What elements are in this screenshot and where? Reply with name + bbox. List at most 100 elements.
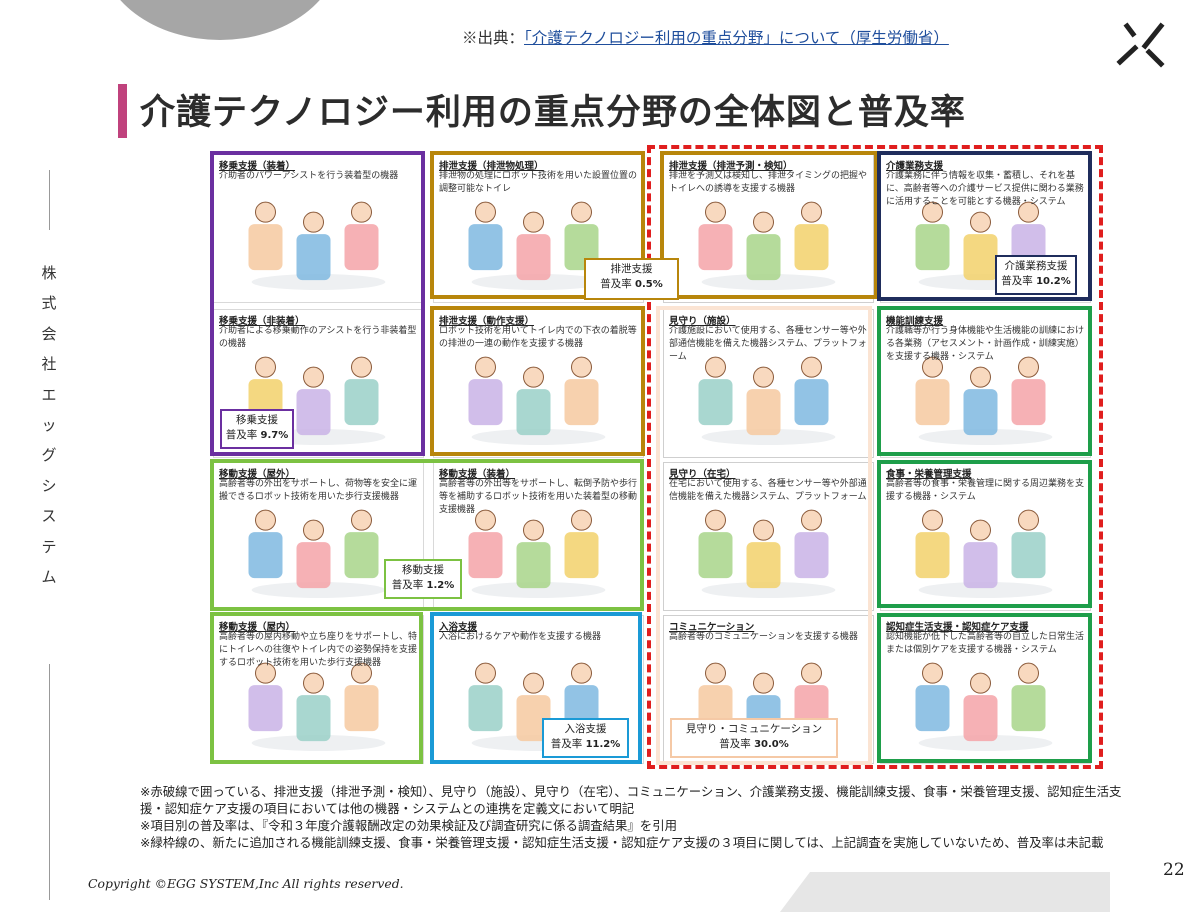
panel-description: 介助者のパワーアシストを行う装着型の機器 xyxy=(219,171,399,181)
rate-label: 排泄支援 xyxy=(610,263,653,275)
illustration-icon xyxy=(915,356,1053,445)
source-link[interactable]: 「介護テクノロジー利用の重点分野」について（厚生労働省） xyxy=(524,29,949,47)
panel: 排泄支援（動作支援）ロボット技術を用いてトイレ内での下衣の着脱等の排泄の一連の動… xyxy=(433,309,644,458)
illustration-icon xyxy=(468,356,606,445)
rate-value-line: 普及率 9.7% xyxy=(222,428,292,443)
adoption-rate-box: 排泄支援普及率 0.5% xyxy=(584,258,679,300)
panel-title: 移動支援（装着） xyxy=(439,469,516,480)
panel: 見守り（施設）介護施設において使用する、各種センサー等や外部通信機能を備えた機器… xyxy=(663,309,874,458)
rate-value: 30.0% xyxy=(754,739,789,750)
source-prefix: ※出典： xyxy=(462,29,525,47)
panel: 移乗支援（装着）介助者のパワーアシストを行う装着型の機器 xyxy=(213,154,424,303)
rate-value-line: 普及率 10.2% xyxy=(997,274,1075,289)
adoption-rate-box: 入浴支援普及率 11.2% xyxy=(542,718,629,758)
sidebar-company-char: テ xyxy=(41,537,57,556)
panel-title: 排泄支援（排泄物処理） xyxy=(439,161,544,172)
sidebar-company-name: 株式会社エッグシステム xyxy=(36,258,62,592)
rate-value: 0.5% xyxy=(635,279,663,290)
rate-value: 9.7% xyxy=(260,430,289,441)
panel-description: 高齢者等のコミュニケーションを支援する機器 xyxy=(669,632,858,642)
sidebar-company-char: ム xyxy=(41,567,57,586)
linked-systems-red-dashed-frame xyxy=(647,145,1103,769)
panel-title: 介護業務支援 xyxy=(886,161,944,172)
sidebar-company-char: 社 xyxy=(41,355,57,374)
sidebar-divider-bottom xyxy=(49,664,50,900)
page-number: 22 xyxy=(1163,860,1185,880)
rate-value: 11.2% xyxy=(585,739,621,750)
panel-description: 高齢者等の外出等をサポートし、転倒予防や歩行等を補助するロボット技術を用いた装着… xyxy=(439,479,638,515)
panel-title: コミュニケーション xyxy=(669,622,755,633)
title-accent-bar xyxy=(118,84,127,138)
illustration-icon xyxy=(698,201,836,290)
panel-description: 入浴におけるケアや動作を支援する機器 xyxy=(439,632,602,642)
panel-description: 介護業務に伴う情報を収集・蓄積し、それを基に、高齢者等への介護サービス提供に関わ… xyxy=(886,171,1084,207)
panel-title: 移乗支援（装着） xyxy=(219,161,296,172)
panel: 機能訓練支援介護職等が行う身体機能や生活機能の訓練における各業務（アセスメント・… xyxy=(880,309,1091,458)
panel-title: 見守り（在宅） xyxy=(669,469,736,480)
decorative-footer-band xyxy=(780,872,1110,912)
sidebar-company-char: 株 xyxy=(41,264,57,282)
panel-description: 排泄物の処理にロボット技術を用いた設置位置の調整可能なトイレ xyxy=(439,171,638,194)
rate-label: 入浴支援 xyxy=(564,723,607,735)
panel-title: 移動支援（屋外） xyxy=(219,469,296,480)
sidebar-company-char: 式 xyxy=(41,294,57,313)
panel-title: 排泄支援（動作支援） xyxy=(439,316,535,327)
rate-prefix: 普及率 xyxy=(719,738,755,750)
panel-title: 見守り（施設） xyxy=(669,316,736,327)
illustration-icon xyxy=(698,509,836,598)
rate-prefix: 普及率 xyxy=(550,738,586,750)
rate-label: 見守り・コミュニケーション xyxy=(685,723,823,735)
panel-title: 移乗支援（非装着） xyxy=(219,316,305,327)
illustration-icon xyxy=(248,201,386,290)
rate-prefix: 普及率 xyxy=(600,278,636,290)
panel-title: 食事・栄養管理支援 xyxy=(886,469,972,480)
panel: 移動支援（屋外）高齢者等の外出をサポートし、荷物等を安全に運搬できるロボット技術… xyxy=(213,462,424,611)
panel-title: 認知症生活支援・認知症ケア支援 xyxy=(886,622,1029,633)
footnote: ※赤破線で囲っている、排泄支援（排泄予測・検知）、見守り（施設）、見守り（在宅）… xyxy=(140,784,1122,816)
sidebar-divider-top xyxy=(49,170,50,230)
panel: 見守り（在宅）在宅において使用する、各種センサー等や外部通信機能を備えた機器シス… xyxy=(663,462,874,611)
panel: 食事・栄養管理支援高齢者等の食事・栄養管理に関する周辺業務を支援する機器・システ… xyxy=(880,462,1091,611)
rate-value: 10.2% xyxy=(1036,276,1071,287)
sidebar-company-char: グ xyxy=(41,446,57,465)
panel-description: 介助者による移乗動作のアシストを行う非装着型の機器 xyxy=(219,326,417,349)
panel-description: 介護施設において使用する、各種センサー等や外部通信機能を備えた機器システム、プラ… xyxy=(669,326,867,362)
illustration-icon xyxy=(248,662,386,751)
rate-prefix: 普及率 xyxy=(225,429,261,441)
footnote: ※緑枠線の、新たに追加される機能訓練支援、食事・栄養管理支援・認知症生活支援・認… xyxy=(140,835,1104,850)
adoption-rate-box: 移動支援普及率 1.2% xyxy=(384,559,462,599)
page-title: 介護テクノロジー利用の重点分野の全体図と普及率 xyxy=(140,92,966,133)
panel-description: 高齢者等の外出をサポートし、荷物等を安全に運搬できるロボット技術を用いた歩行支援… xyxy=(219,479,418,502)
source-citation: ※出典：「介護テクノロジー利用の重点分野」について（厚生労働省） xyxy=(462,26,949,48)
panel-title: 機能訓練支援 xyxy=(886,316,944,327)
copyright: Copyright ©EGG SYSTEM,Inc All rights res… xyxy=(88,876,404,891)
rate-prefix: 普及率 xyxy=(1001,275,1037,287)
rate-value-line: 普及率 30.0% xyxy=(672,737,836,752)
rate-value-line: 普及率 11.2% xyxy=(544,737,627,752)
sidebar-company-char: シ xyxy=(41,476,57,495)
illustration-icon xyxy=(698,356,836,445)
panel-title: 移動支援（屋内） xyxy=(219,622,296,633)
sidebar-company-char: エ xyxy=(41,385,57,404)
panel: 排泄支援（排泄物処理）排泄物の処理にロボット技術を用いた設置位置の調整可能なトイ… xyxy=(433,154,644,303)
panel-title: 排泄支援（排泄予測・検知） xyxy=(669,161,793,172)
rate-value-line: 普及率 1.2% xyxy=(386,578,460,593)
panel: 移動支援（屋内）高齢者等の屋内移動や立ち座りをサポートし、特にトイレへの往復やト… xyxy=(213,615,424,764)
panel-title: 入浴支援 xyxy=(439,622,478,633)
rate-value: 1.2% xyxy=(426,580,455,591)
footnote: ※項目別の普及率は、『令和３年度介護報酬改定の効果検証及び調査研究に係る調査結果… xyxy=(140,818,677,833)
sidebar-company-char: 会 xyxy=(41,324,57,343)
panel-description: 高齢者等の食事・栄養管理に関する周辺業務を支援する機器・システム xyxy=(886,479,1085,502)
panel-description: 排泄を予測又は検知し、排泄タイミングの把握やトイレへの誘導を支援する機器 xyxy=(669,171,868,194)
adoption-rate-box: 介護業務支援普及率 10.2% xyxy=(995,255,1077,295)
panel-description: 高齢者等の屋内移動や立ち座りをサポートし、特にトイレへの往復やトイレ内での姿勢保… xyxy=(219,632,418,668)
illustration-icon xyxy=(915,662,1053,751)
adoption-rate-box: 移乗支援普及率 9.7% xyxy=(220,409,294,449)
panel-description: ロボット技術を用いてトイレ内での下衣の着脱等の排泄の一連の動作を支援する機器 xyxy=(439,326,637,349)
illustration-icon xyxy=(248,509,386,598)
illustration-icon xyxy=(468,509,606,598)
rate-label: 移乗支援 xyxy=(236,414,278,426)
panel-description: 介護職等が行う身体機能や生活機能の訓練における各業務（アセスメント・計画作成・訓… xyxy=(886,326,1085,362)
panel-description: 在宅において使用する、各種センサー等や外部通信機能を備えた機器システム、プラット… xyxy=(669,479,867,502)
sidebar-company-char: ッ xyxy=(41,415,57,434)
